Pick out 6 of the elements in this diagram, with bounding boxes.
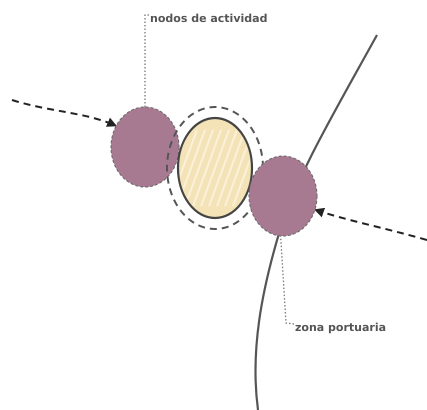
callout-label: zona portuaria: [295, 321, 386, 334]
dashed-arrow: [314, 208, 427, 241]
callout-label: nodos de actividad: [150, 12, 268, 25]
leader-line: [144, 14, 149, 107]
dashed-arrow: [12, 99, 118, 128]
leader-line: [280, 236, 294, 325]
